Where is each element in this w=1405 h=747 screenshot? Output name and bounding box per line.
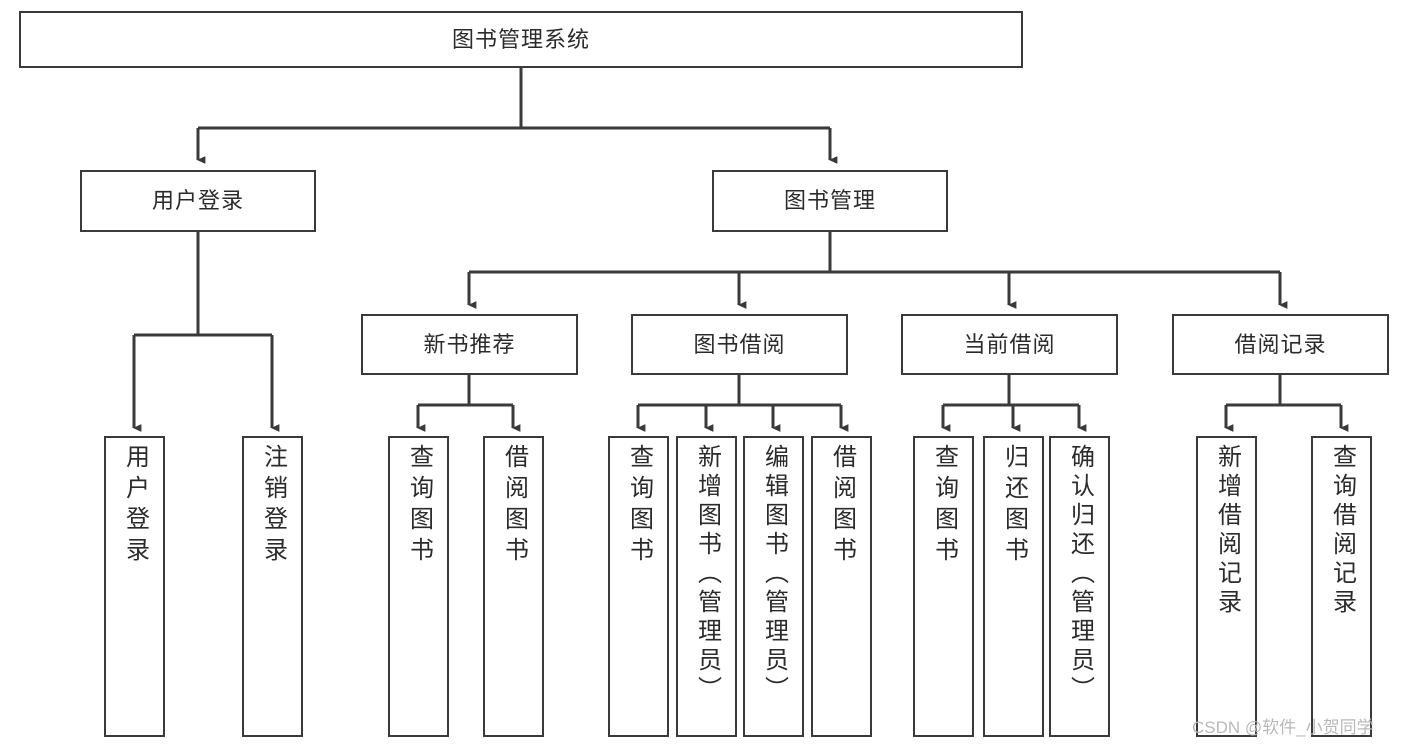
node-label: 借阅记录 bbox=[1234, 331, 1327, 357]
node-label: 当前借阅 bbox=[963, 331, 1056, 357]
node-label: 新增图书（管理员） bbox=[693, 444, 721, 705]
node-user-login[interactable]: 用户登录 bbox=[80, 170, 316, 232]
node-label: 归还图书 bbox=[1000, 444, 1028, 568]
node-label: 编辑图书（管理员） bbox=[760, 444, 788, 705]
node-book-borrow[interactable]: 图书借阅 bbox=[631, 314, 848, 375]
node-leaf-query-borrow-record[interactable]: 查询借阅记录 bbox=[1311, 436, 1372, 737]
node-label: 注销登录 bbox=[259, 444, 287, 568]
node-new-book-recommend[interactable]: 新书推荐 bbox=[361, 314, 578, 375]
node-root-book-management-system[interactable]: 图书管理系统 bbox=[19, 11, 1023, 68]
node-label: 新书推荐 bbox=[423, 331, 516, 357]
node-label: 查询图书 bbox=[405, 444, 433, 568]
node-leaf-edit-book-admin[interactable]: 编辑图书（管理员） bbox=[743, 436, 804, 737]
node-label: 查询借阅记录 bbox=[1328, 444, 1356, 618]
node-label: 借阅图书 bbox=[828, 444, 856, 568]
node-book-management[interactable]: 图书管理 bbox=[712, 170, 948, 232]
node-leaf-return-book[interactable]: 归还图书 bbox=[983, 436, 1044, 737]
node-label: 用户登录 bbox=[121, 444, 149, 568]
node-leaf-add-book-admin[interactable]: 新增图书（管理员） bbox=[676, 436, 737, 737]
node-leaf-user-login[interactable]: 用户登录 bbox=[104, 436, 165, 737]
node-leaf-query-book-newbook[interactable]: 查询图书 bbox=[388, 436, 449, 737]
node-leaf-logout[interactable]: 注销登录 bbox=[242, 436, 303, 737]
node-leaf-query-book-borrow[interactable]: 查询图书 bbox=[608, 436, 669, 737]
node-label: 图书借阅 bbox=[693, 331, 786, 357]
node-label: 借阅图书 bbox=[500, 444, 528, 568]
node-label: 查询图书 bbox=[930, 444, 958, 568]
node-leaf-borrow-book-borrow[interactable]: 借阅图书 bbox=[811, 436, 872, 737]
node-label: 查询图书 bbox=[625, 444, 653, 568]
node-label: 图书管理 bbox=[783, 188, 876, 214]
node-label: 确认归还（管理员） bbox=[1066, 444, 1094, 705]
node-leaf-confirm-return-admin[interactable]: 确认归还（管理员） bbox=[1049, 436, 1110, 737]
node-current-borrow[interactable]: 当前借阅 bbox=[901, 314, 1118, 375]
node-label: 新增借阅记录 bbox=[1213, 444, 1241, 618]
node-label: 图书管理系统 bbox=[451, 26, 590, 52]
node-leaf-query-book-current[interactable]: 查询图书 bbox=[913, 436, 974, 737]
node-label: 用户登录 bbox=[151, 188, 244, 214]
node-leaf-add-borrow-record[interactable]: 新增借阅记录 bbox=[1196, 436, 1257, 737]
node-leaf-borrow-book-newbook[interactable]: 借阅图书 bbox=[483, 436, 544, 737]
node-borrow-record[interactable]: 借阅记录 bbox=[1172, 314, 1389, 375]
